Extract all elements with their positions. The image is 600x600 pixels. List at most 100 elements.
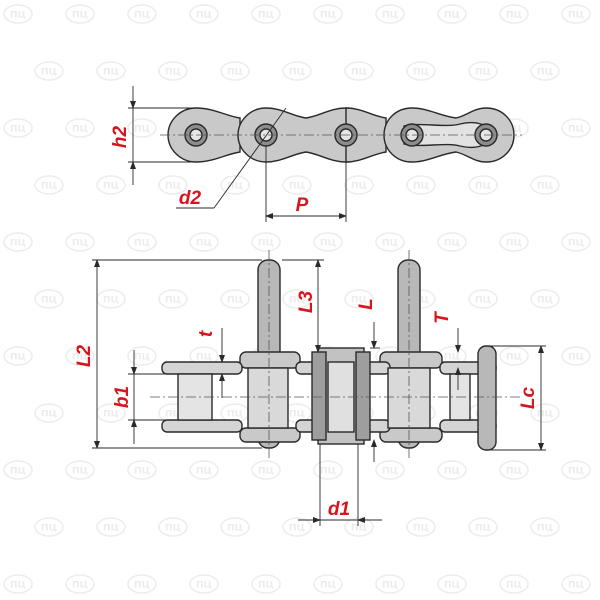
watermark-logo-icon xyxy=(96,61,126,81)
watermark-text: ПЦ xyxy=(165,68,181,78)
watermark-text: ПЦ xyxy=(475,296,491,306)
watermark-text: ПЦ xyxy=(568,125,584,135)
watermark-text: ПЦ xyxy=(10,581,26,591)
dimension-h2 xyxy=(128,86,196,185)
watermark-text: ПЦ xyxy=(10,239,26,249)
watermark-logo-icon xyxy=(65,118,95,138)
watermark-text: ПЦ xyxy=(227,182,243,192)
watermark-logo-icon xyxy=(499,346,529,366)
watermark-text: ПЦ xyxy=(10,353,26,363)
watermark-text: ПЦ xyxy=(41,410,57,420)
watermark-logo-icon xyxy=(220,289,250,309)
watermark-text: ПЦ xyxy=(72,581,88,591)
watermark-text: ПЦ xyxy=(289,296,305,306)
watermark-text: ПЦ xyxy=(289,524,305,534)
watermark-logo-icon xyxy=(344,175,374,195)
watermark-logo-icon xyxy=(34,289,64,309)
watermark-text: ПЦ xyxy=(568,11,584,21)
watermark-text: ПЦ xyxy=(537,410,553,420)
watermark-text: ПЦ xyxy=(72,353,88,363)
watermark-text: ПЦ xyxy=(444,353,460,363)
watermark-logo-icon xyxy=(561,4,591,24)
watermark-logo-icon xyxy=(3,118,33,138)
watermark-logo-icon xyxy=(375,574,405,594)
watermark-text: ПЦ xyxy=(444,11,460,21)
watermark-logo-icon xyxy=(65,574,95,594)
watermark-logo-icon xyxy=(127,460,157,480)
watermark-text: ПЦ xyxy=(413,524,429,534)
watermark-logo-icon xyxy=(313,460,343,480)
watermark-text: ПЦ xyxy=(413,296,429,306)
watermark-logo-icon xyxy=(34,403,64,423)
watermark-logo-icon xyxy=(127,346,157,366)
watermark-logo-icon xyxy=(158,289,188,309)
label-L3: L3 xyxy=(296,290,317,313)
watermark-text: ПЦ xyxy=(475,524,491,534)
watermark-logo-icon xyxy=(251,460,281,480)
watermark-text: ПЦ xyxy=(320,467,336,477)
dimension-d1 xyxy=(298,444,382,526)
watermark-logo-icon xyxy=(3,4,33,24)
outer-plate-left-bottom xyxy=(239,427,301,443)
label-h2: h2 xyxy=(110,125,131,148)
dimension-P xyxy=(265,146,347,222)
watermark-text: ПЦ xyxy=(351,296,367,306)
watermark-logo-icon xyxy=(468,175,498,195)
watermark-logo-icon xyxy=(561,232,591,252)
watermark-text: ПЦ xyxy=(506,11,522,21)
watermark-text: ПЦ xyxy=(196,581,212,591)
watermark-logo-icon xyxy=(65,460,95,480)
watermark-logo-icon xyxy=(437,4,467,24)
watermark-text: ПЦ xyxy=(444,467,460,477)
label-d1: d1 xyxy=(328,499,350,520)
watermark-text: ПЦ xyxy=(568,581,584,591)
watermark-logo-icon xyxy=(313,4,343,24)
outer-plate-left-top xyxy=(239,351,301,369)
watermark-logo-icon xyxy=(189,4,219,24)
watermark-text: ПЦ xyxy=(227,296,243,306)
watermark-logo-icon xyxy=(406,517,436,537)
watermark-logo-icon xyxy=(530,175,560,195)
watermark-logo-icon xyxy=(127,118,157,138)
watermark-logo-icon xyxy=(220,517,250,537)
dimension-L2 xyxy=(92,259,262,449)
connecting-pin xyxy=(477,345,497,451)
watermark-text: ПЦ xyxy=(10,467,26,477)
watermark-text: ПЦ xyxy=(289,410,305,420)
watermark-logo-icon xyxy=(530,61,560,81)
watermark-text: ПЦ xyxy=(382,239,398,249)
watermark-logo-icon xyxy=(158,175,188,195)
watermark-logo-icon xyxy=(375,4,405,24)
watermark-text: ПЦ xyxy=(537,296,553,306)
dimension-Lc xyxy=(490,345,546,451)
watermark-text: ПЦ xyxy=(506,239,522,249)
watermark-text: ПЦ xyxy=(506,353,522,363)
watermark-logo-icon xyxy=(499,460,529,480)
watermark-text: ПЦ xyxy=(537,182,553,192)
watermark-text: ПЦ xyxy=(134,581,150,591)
watermark-text: ПЦ xyxy=(382,581,398,591)
watermark-logo-icon xyxy=(96,517,126,537)
watermark-text: ПЦ xyxy=(103,410,119,420)
watermark-text: ПЦ xyxy=(444,581,460,591)
watermark-logo-icon xyxy=(189,460,219,480)
watermark-logo-icon xyxy=(344,61,374,81)
watermark-logo-icon xyxy=(561,460,591,480)
watermark-text: ПЦ xyxy=(196,11,212,21)
watermark-logo-icon xyxy=(468,61,498,81)
watermark-text: ПЦ xyxy=(10,125,26,135)
watermark-logo-icon xyxy=(530,517,560,537)
watermark-text: ПЦ xyxy=(165,296,181,306)
label-d2: d2 xyxy=(179,188,202,209)
watermark-text: ПЦ xyxy=(10,11,26,21)
watermark-text: ПЦ xyxy=(289,68,305,78)
watermark-logo-icon xyxy=(437,574,467,594)
label-T: T xyxy=(432,311,453,324)
watermark-text: ПЦ xyxy=(196,239,212,249)
watermark-text: ПЦ xyxy=(227,524,243,534)
watermark-text: ПЦ xyxy=(537,68,553,78)
watermark-text: ПЦ xyxy=(134,125,150,135)
watermark-logo-icon xyxy=(282,289,312,309)
watermark-logo-icon xyxy=(3,346,33,366)
